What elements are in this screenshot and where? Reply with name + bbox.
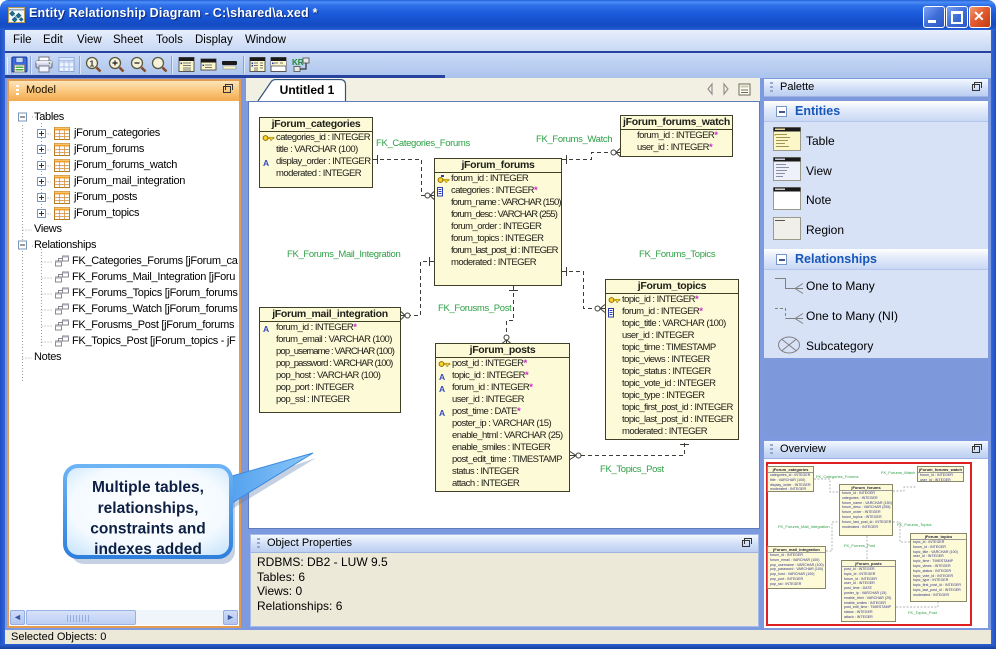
svg-text:constraints and: constraints and: [90, 521, 205, 538]
svg-text:Untitled 1: Untitled 1: [280, 83, 335, 97]
svg-text:1: 1: [89, 59, 94, 69]
svg-text:A: A: [263, 324, 269, 333]
svg-text:relationships,: relationships,: [98, 500, 199, 517]
svg-text:A: A: [439, 372, 445, 381]
svg-text:KR: KR: [292, 58, 304, 67]
svg-text:A: A: [439, 408, 445, 417]
svg-text:A: A: [263, 158, 269, 167]
svg-text:A: A: [439, 384, 445, 393]
svg-text:indexes added: indexes added: [94, 541, 202, 558]
svg-text:Multiple tables,: Multiple tables,: [92, 479, 204, 496]
